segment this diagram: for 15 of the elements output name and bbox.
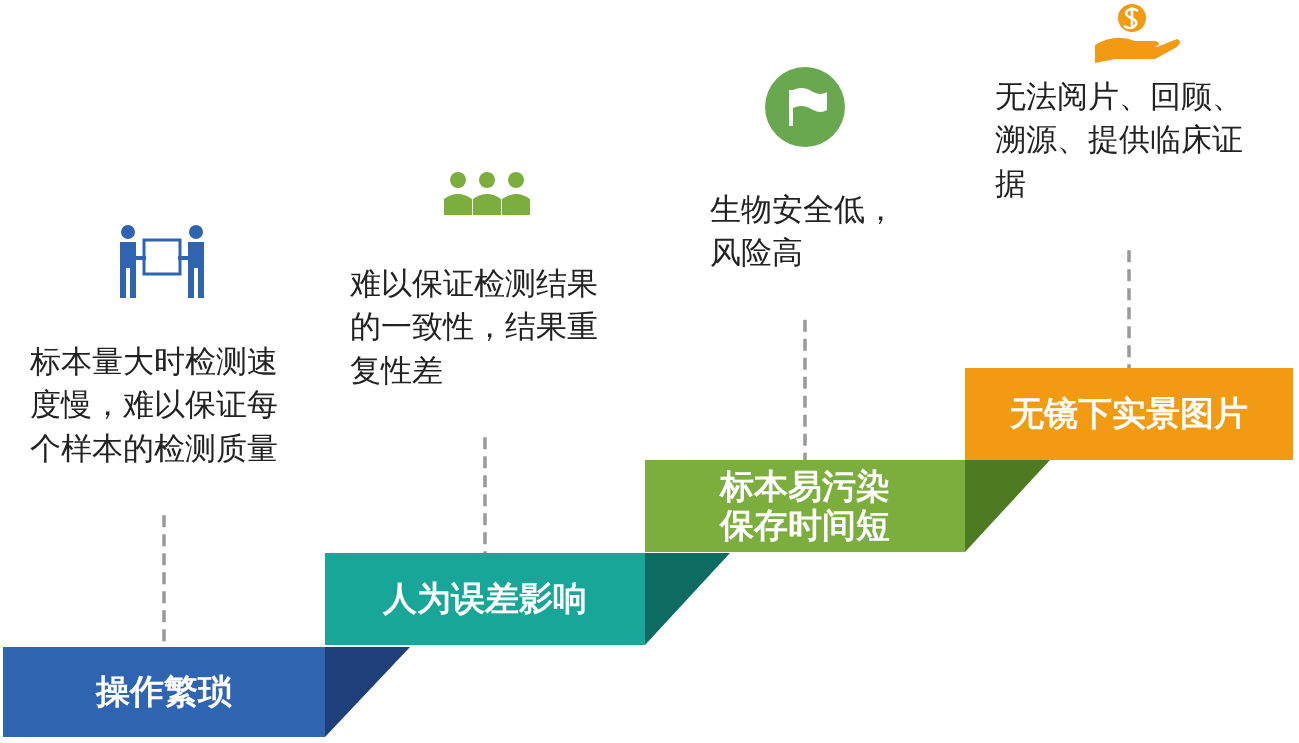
description-text: 无法阅片、回顾、溯源、提供临床证据 <box>995 75 1247 206</box>
dashed-connector <box>1127 250 1131 368</box>
dashed-connector <box>483 437 487 553</box>
step-bar <box>965 368 1293 460</box>
step-title: 操作繁琐 <box>94 672 233 712</box>
dashed-connector <box>803 319 807 460</box>
description-text: 标本量大时检测速度慢，难以保证每个样本的检测质量 <box>30 340 282 471</box>
description-text: 生物安全低，风险高 <box>710 188 900 275</box>
step-bar <box>645 460 965 552</box>
description-text: 难以保证检测结果的一致性，结果重复性差 <box>350 262 602 393</box>
step-bar <box>325 553 645 645</box>
step-title: 人为误差影响 <box>382 579 588 619</box>
step-title: 无镜下实景图片 <box>1009 394 1249 434</box>
step-title: 标本易污染保存时间短 <box>718 466 891 546</box>
step-bar <box>3 647 325 737</box>
